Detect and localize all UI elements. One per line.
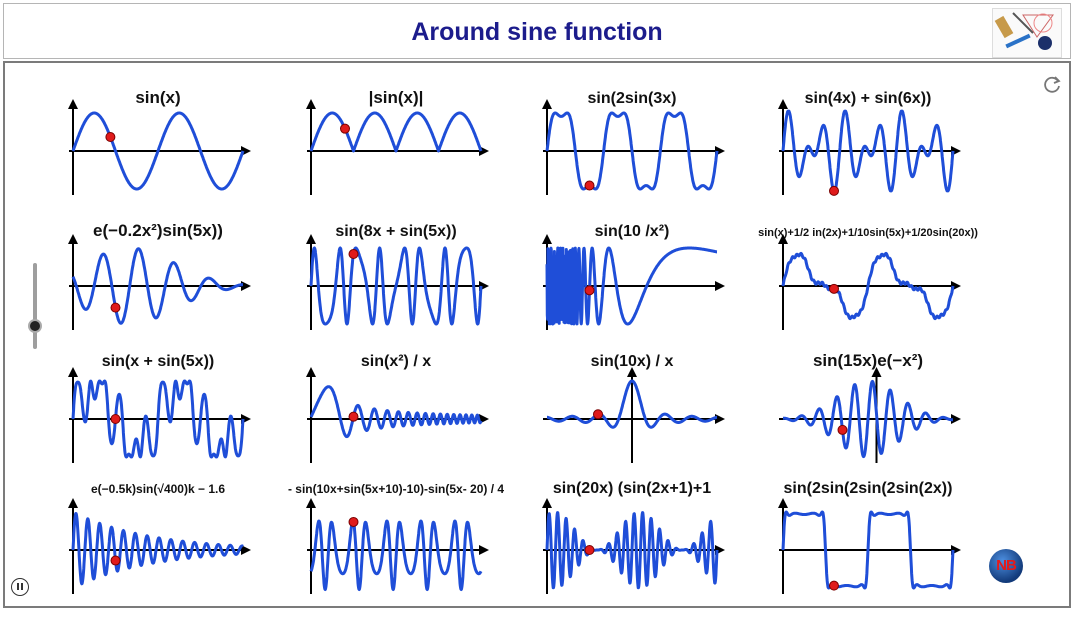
plot-curve-12 [781,379,955,459]
plot-y-arrow-2 [306,99,316,109]
plot-caption-8: sin(x)+1/2 in(2x)+1/10sin(5x)+1/20sin(20… [758,227,978,239]
plot-caption-5: e(−0.2x²)sin(5x)) [93,221,223,240]
plot-x-arrow-13 [241,545,251,555]
plot-x-arrow-11 [715,414,725,424]
plot-y-arrow-11 [627,367,637,377]
plot-y-arrow-7 [542,234,552,244]
plot-y-arrow-4 [778,99,788,109]
plot-y-arrow-1 [68,99,78,109]
plot-point-1[interactable] [105,132,116,143]
plot-caption-10: sin(x²) / x [361,353,431,370]
plot-point-16[interactable] [829,580,839,591]
plot-caption-1: sin(x) [135,88,180,107]
plot-curve-6 [309,246,483,326]
plot-caption-3: sin(2sin(3x) [588,90,677,107]
plot-caption-13: e(−0.5k)sin(√400)k − 1.6 [91,482,225,496]
plot-caption-4: sin(4x) + sin(6x)) [805,90,932,107]
plot-caption-2: |sin(x)| [369,88,424,107]
plot-point-11[interactable] [593,409,603,420]
plot-point-12[interactable] [837,424,848,435]
plot-y-arrow-8 [778,234,788,244]
animation-slider[interactable] [27,263,43,353]
plot-point-7[interactable] [584,285,595,296]
plot-point-15[interactable] [584,545,595,555]
plot-caption-14: - sin(10x+sin(5x+10)-10)-sin(5x- 20) / 4 [288,482,504,496]
plot-curve-3 [545,111,719,191]
page-title: Around sine function [411,18,663,46]
plot-y-arrow-16 [778,498,788,508]
plot-point-13[interactable] [110,555,121,566]
plot-curve-14 [309,519,483,591]
header-bar: Around sine function [3,3,1071,59]
plot-caption-7: sin(10 /x²) [595,223,670,240]
plot-curve-13 [71,512,245,586]
plot-curve-9 [71,379,245,459]
plot-curve-7 [545,246,719,326]
plot-point-6[interactable] [348,249,359,260]
refresh-icon[interactable] [1041,73,1063,95]
plot-curve-16 [781,510,955,590]
plot-curve-1 [71,111,245,191]
plot-x-arrow-5 [241,281,251,291]
plot-x-arrow-7 [715,281,725,291]
applet-canvas[interactable]: sin(x) |sin(x)| sin(2sin(3x) sin(4x) + sin(… [3,61,1071,608]
plots-area: sin(x) |sin(x)| sin(2sin(3x) sin(4x) + sin(… [68,88,978,594]
plot-caption-12: sin(15x)e(−x²) [813,351,923,370]
plot-point-5[interactable] [110,302,121,313]
plot-point-3[interactable] [584,180,595,191]
plot-caption-16: sin(2sin(2sin(2sin(2x)) [784,480,953,497]
slider-track[interactable] [33,263,37,349]
plot-x-arrow-12 [951,414,961,424]
plot-curve-8 [781,251,955,321]
plot-y-arrow-5 [68,234,78,244]
pause-icon[interactable] [11,578,29,596]
plot-curve-4 [781,109,955,193]
plot-caption-15: sin(20x) (sin(2x+1)+1 [553,480,711,497]
plot-y-arrow-6 [306,234,316,244]
plot-y-arrow-12 [871,367,882,377]
plot-point-4[interactable] [829,185,839,196]
plot-x-arrow-14 [479,545,489,555]
plot-y-arrow-15 [542,498,552,508]
slider-knob[interactable] [28,319,42,333]
plot-curve-2 [309,111,483,153]
plot-caption-9: sin(x + sin(5x)) [102,353,214,370]
plot-curve-15 [545,511,719,590]
plot-y-arrow-13 [68,498,78,508]
plot-caption-11: sin(10x) / x [591,353,674,370]
plot-point-9[interactable] [110,414,121,424]
plot-y-arrow-10 [306,367,316,377]
plot-point-14[interactable] [348,516,359,527]
plot-y-arrow-14 [306,498,316,508]
geometry-tools-logo-icon [992,8,1062,58]
plot-y-arrow-3 [542,99,552,109]
plot-curve-5 [71,247,245,325]
plot-curve-10 [309,385,483,439]
plot-point-2[interactable] [340,123,350,134]
globe-badge-icon: NB [989,549,1023,583]
plot-curve-11 [545,379,719,429]
plot-point-8[interactable] [829,283,839,294]
plot-point-10[interactable] [348,411,359,422]
plot-y-arrow-9 [68,367,78,377]
plot-caption-6: sin(8x + sin(5x)) [335,223,456,240]
